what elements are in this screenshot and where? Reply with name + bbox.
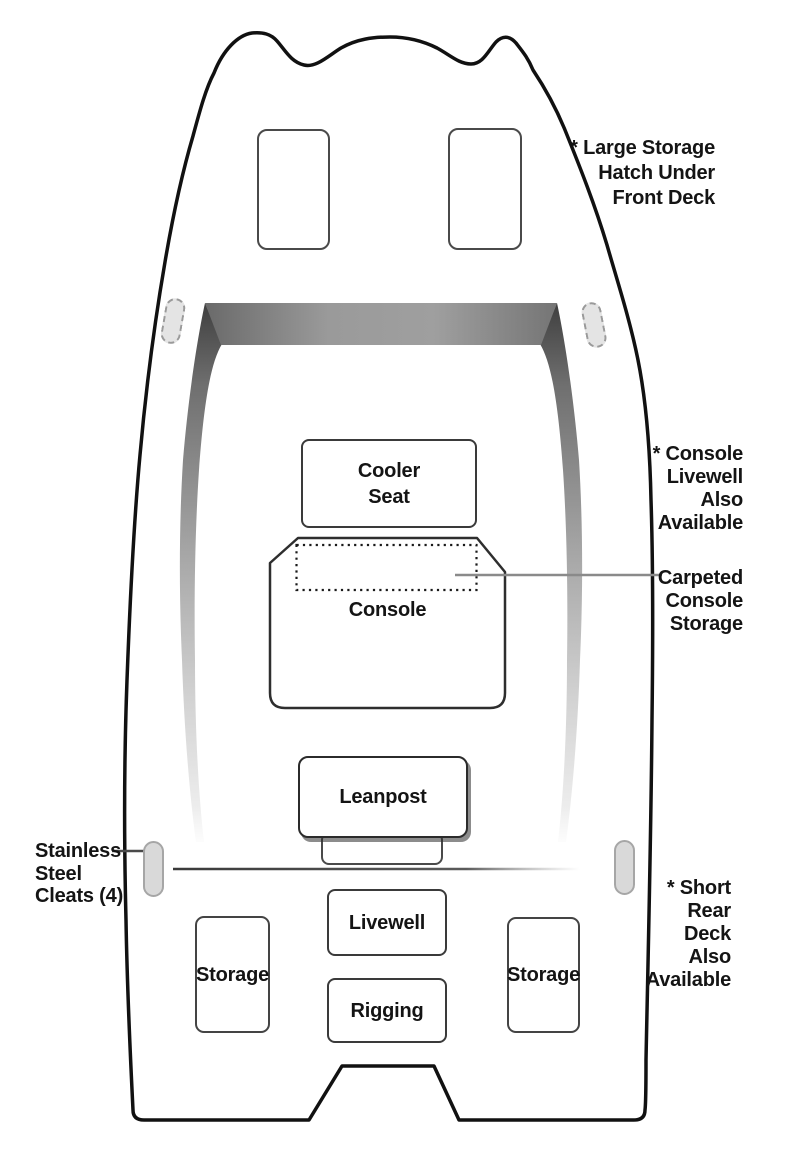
storage-box-starboard: Storage bbox=[507, 917, 580, 1033]
storage-box-port: Storage bbox=[195, 916, 270, 1033]
annotation-rear-deck-line2: Rear bbox=[687, 900, 731, 922]
cooler-seat-box: Cooler Seat bbox=[301, 439, 477, 528]
annotation-rear-deck-line5: Available bbox=[645, 969, 731, 991]
rigging-label: Rigging bbox=[350, 999, 424, 1022]
annotation-front-hatch-line3: Front Deck bbox=[612, 187, 716, 209]
annotation-carpeted-storage-line3: Storage bbox=[669, 613, 743, 635]
annotation-cleats-line1: Stainless bbox=[35, 840, 122, 862]
annotation-rear-deck: * Short Rear Deck Also Available bbox=[646, 877, 731, 992]
storage-starboard-label: Storage bbox=[506, 964, 581, 986]
annotation-cleats-line2: Steel bbox=[35, 862, 82, 885]
annotation-cleats-line3: Cleats (4) bbox=[35, 885, 124, 907]
leanpost-box: Leanpost bbox=[298, 756, 468, 838]
cleat-rear-starboard bbox=[614, 840, 635, 895]
deck-step-bar bbox=[205, 303, 557, 345]
bow-hatch-port bbox=[257, 129, 330, 250]
annotation-rear-deck-line3: Deck bbox=[683, 923, 731, 945]
leanpost-label: Leanpost bbox=[339, 786, 427, 808]
rigging-box: Rigging bbox=[327, 978, 447, 1043]
annotation-front-hatch-line2: Hatch Under bbox=[598, 162, 715, 184]
annotation-front-hatch-line1: * Large Storage bbox=[570, 137, 715, 159]
deck-step-right-band bbox=[540, 303, 583, 842]
annotation-console-livewell: * Console Livewell Also Available bbox=[652, 443, 744, 535]
annotation-console-livewell-line4: Available bbox=[657, 512, 743, 534]
annotation-carpeted-storage-line2: Console bbox=[665, 590, 744, 612]
bow-hatch-starboard bbox=[448, 128, 522, 250]
carpeted-console-storage-outline bbox=[295, 543, 478, 592]
annotation-console-livewell-line1: * Console bbox=[652, 443, 744, 465]
annotation-rear-deck-line4: Also bbox=[688, 946, 731, 968]
annotation-carpeted-storage-line1: Carpeted bbox=[657, 567, 743, 589]
cooler-seat-label-line2: Seat bbox=[368, 485, 410, 508]
cleat-rear-port bbox=[143, 841, 164, 897]
annotation-front-hatch: * Large Storage Hatch Under Front Deck bbox=[570, 136, 715, 211]
console-label: Console bbox=[348, 599, 427, 621]
console-outline bbox=[268, 536, 507, 710]
storage-port-label: Storage bbox=[195, 963, 270, 986]
annotation-rear-deck-line1: * Short bbox=[666, 877, 731, 899]
annotation-carpeted-storage: Carpeted Console Storage bbox=[658, 567, 743, 636]
livewell-box: Livewell bbox=[327, 889, 447, 956]
livewell-label: Livewell bbox=[348, 911, 426, 934]
annotation-console-livewell-line3: Also bbox=[700, 489, 743, 511]
cooler-seat-label-line1: Cooler bbox=[357, 459, 421, 482]
annotation-console-livewell-line2: Livewell bbox=[666, 466, 743, 488]
deck-step-left-band bbox=[179, 303, 222, 842]
annotation-cleats: Stainless Steel Cleats (4) bbox=[35, 840, 123, 908]
